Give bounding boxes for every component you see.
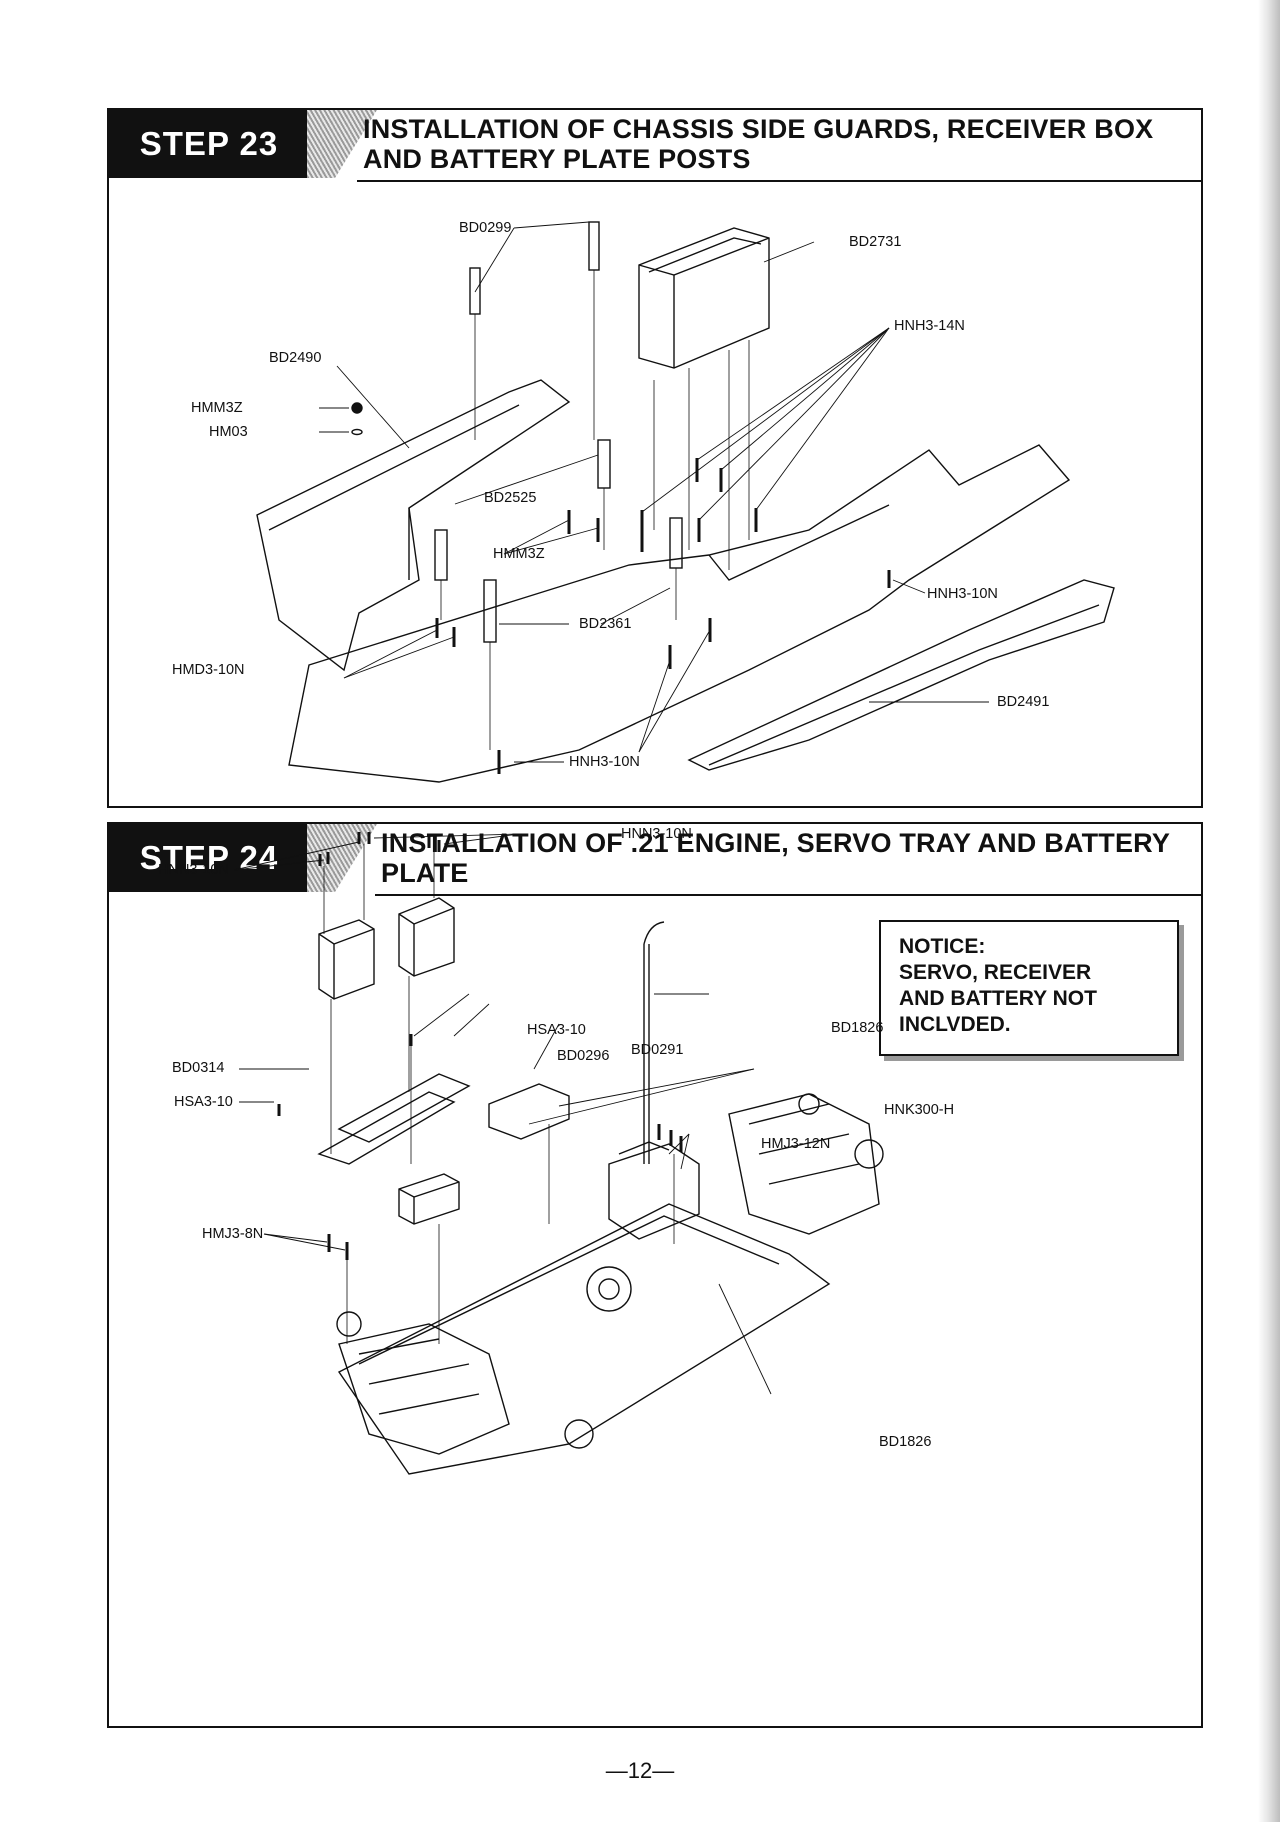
label-hm03: HM03 — [209, 424, 248, 440]
label-hmm3z-top: HMM3Z — [191, 400, 243, 416]
label-hsa3-10-left: HSA3-10 — [174, 1094, 233, 1110]
step-23-exploded-diagram — [256, 221, 1115, 783]
label-hnh3-14n: HNH3-14N — [894, 318, 965, 334]
label-bd2361: BD2361 — [579, 616, 632, 632]
label-bd0296: BD0296 — [557, 1048, 610, 1064]
label-hmm3z-mid: HMM3Z — [493, 546, 545, 562]
label-hnh3-10n-bottom: HNH3-10N — [569, 754, 640, 770]
label-bd2731: BD2731 — [849, 234, 902, 250]
step-24-badge: STEP 24 — [109, 824, 309, 892]
label-bd2490: BD2490 — [269, 350, 322, 366]
label-bd0314: BD0314 — [172, 1060, 225, 1076]
label-hmj3-12n: HMJ3-12N — [761, 1136, 831, 1152]
label-hnh3-10n-right: HNH3-10N — [927, 586, 998, 602]
notice-line-3: AND BATTERY NOT — [899, 987, 1097, 1010]
notice-line-2: SERVO, RECEIVER — [899, 961, 1092, 984]
label-bd2525: BD2525 — [484, 490, 537, 506]
label-hnn3-10n-left: HNN3-10N — [158, 862, 229, 878]
step-24-exploded-diagram — [233, 832, 884, 1475]
step-23-title-rule — [357, 180, 1201, 182]
label-bd2491: BD2491 — [997, 694, 1050, 710]
label-hmj3-8n: HMJ3-8N — [202, 1226, 264, 1242]
step-23-badge: STEP 23 — [109, 110, 309, 178]
notice-line-4: INCLVDED. — [899, 1013, 1011, 1036]
label-hsa3-10-mid: HSA3-10 — [527, 1022, 586, 1038]
notice-heading: NOTICE: — [899, 935, 986, 958]
step-23-panel: STEP 23 INSTALLATION OF CHASSIS SIDE GUA… — [107, 108, 1203, 808]
label-bd0291: BD0291 — [631, 1042, 684, 1058]
label-bd1826-top: BD1826 — [831, 1020, 884, 1036]
step-23-title: INSTALLATION OF CHASSIS SIDE GUARDS, REC… — [363, 114, 1154, 174]
page-number: —12— — [605, 1758, 675, 1783]
page-edge-shadow — [1258, 0, 1280, 1822]
step-24-title-rule — [375, 894, 1201, 896]
label-bd1826-bottom: BD1826 — [879, 1434, 932, 1450]
notice-box: NOTICE: SERVO, RECEIVER AND BATTERY NOT … — [879, 920, 1179, 1056]
step-24-panel: STEP 24 INSTALLATION OF .21 ENGINE, SERV… — [107, 822, 1203, 1728]
step-24-title: INSTALLATION OF .21 ENGINE, SERVO TRAY A… — [381, 828, 1170, 888]
label-hmd3-10n: HMD3-10N — [172, 662, 245, 678]
label-hnn3-10n-top: HNN3-10N — [621, 826, 692, 842]
label-hnk300-h: HNK300-H — [884, 1102, 955, 1118]
label-bd0299: BD0299 — [459, 220, 512, 236]
